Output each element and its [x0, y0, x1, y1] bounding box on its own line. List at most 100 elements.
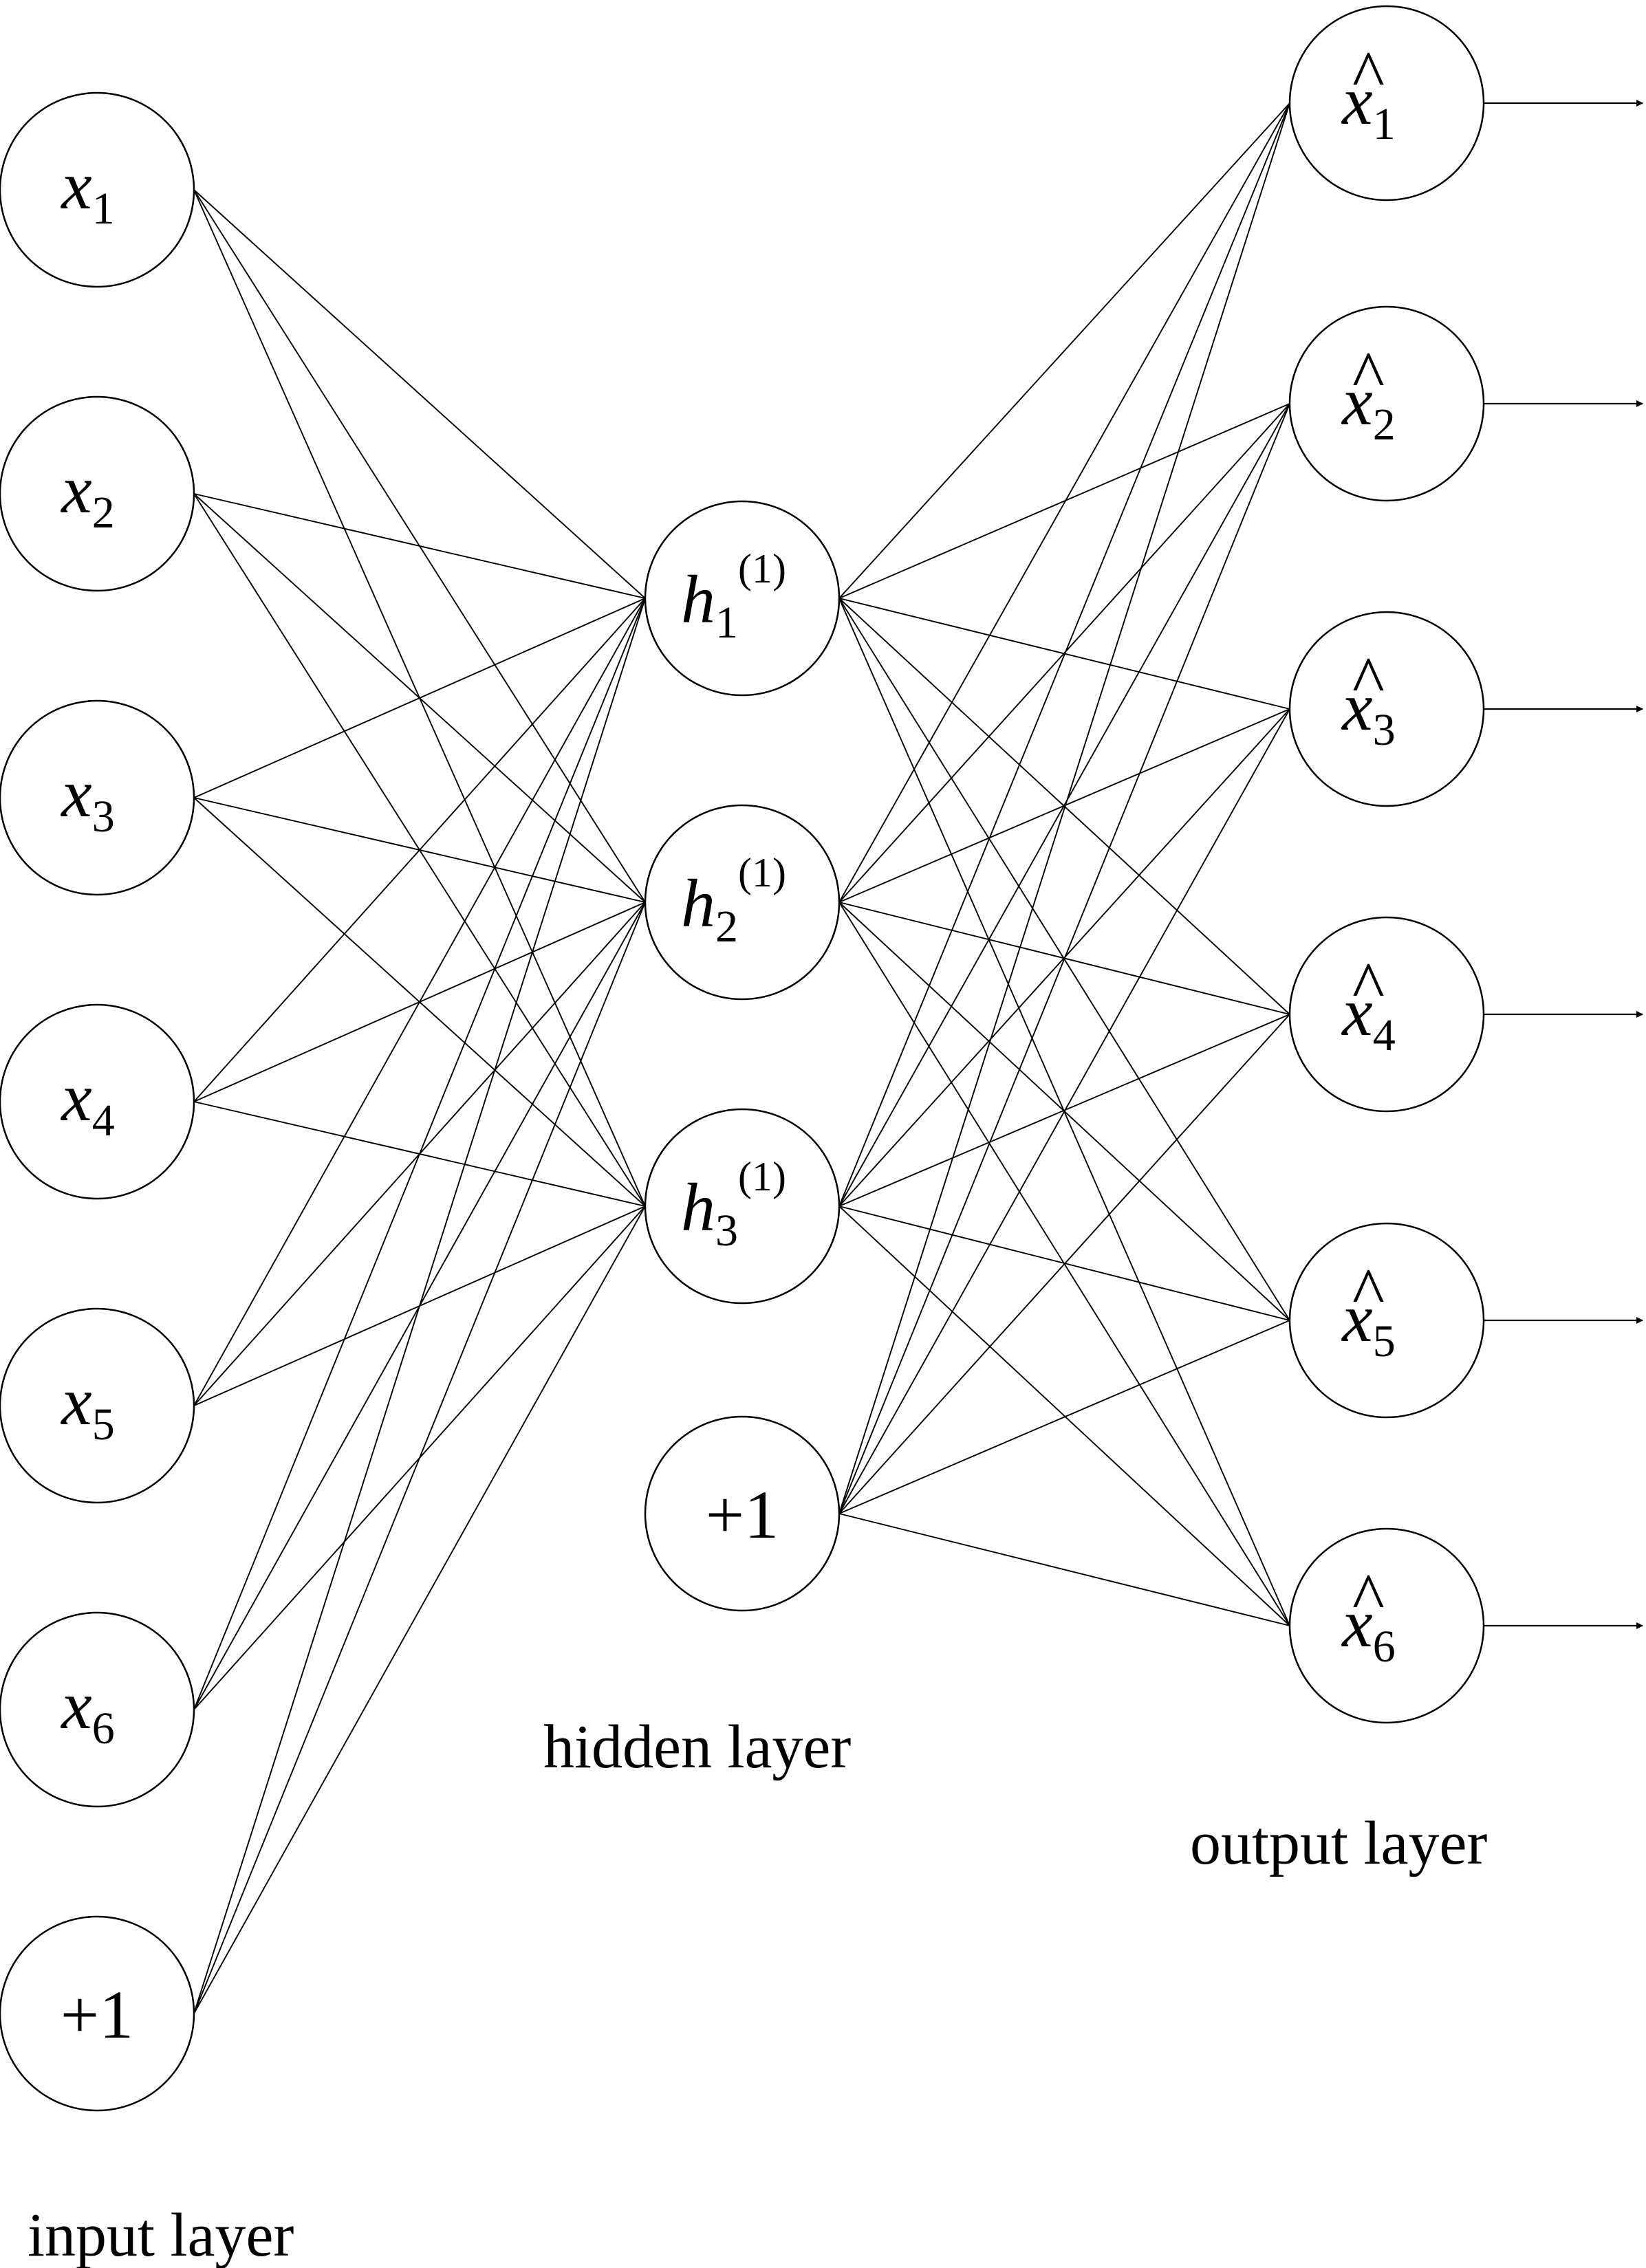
edge-hidden-bias-to-output-4 — [838, 1014, 1290, 1514]
input-node-x3-sub: 3 — [92, 792, 115, 842]
output-node-xhat6-sub: 6 — [1373, 1622, 1396, 1672]
edge-input-5-to-hidden-1 — [193, 598, 646, 1406]
input-node-x4-var: x — [60, 1059, 91, 1135]
input-bias-label: +1 — [61, 1976, 133, 2053]
input-layer: x1 x2 x3 x4 x5 x6 +1 — [0, 91, 195, 2112]
input-node-x2-var: x — [60, 451, 91, 527]
svg-text:x3: x3 — [1341, 668, 1395, 755]
hidden-node-h1: h1(1) — [644, 500, 841, 697]
edge-hidden-1-to-output-1 — [838, 102, 1290, 599]
output-node-xhat5-var: x — [1341, 1280, 1372, 1356]
output-node-xhat4-var: x — [1341, 974, 1372, 1050]
hidden-node-h3-sub: 3 — [715, 1206, 738, 1256]
hidden-node-h2-var: h — [681, 865, 715, 941]
hidden-node-h2-sub: 2 — [715, 902, 738, 952]
hidden-bias-node: +1 — [644, 1415, 841, 1612]
input-node-x4: x4 — [0, 1003, 195, 1200]
svg-text:h3(1): h3(1) — [681, 1154, 786, 1256]
hidden-layer-label: hidden layer — [543, 1713, 851, 1781]
input-node-x6: x6 — [0, 1611, 195, 1808]
output-node-xhat3: ^ x3 — [1288, 611, 1485, 807]
input-layer-label: input layer — [28, 2201, 294, 2268]
output-node-xhat2-var: x — [1341, 363, 1372, 439]
output-node-xhat5: ^ x5 — [1288, 1222, 1485, 1419]
svg-text:x2: x2 — [60, 451, 114, 538]
input-node-x1-sub: 1 — [92, 184, 115, 234]
edge-input-3-to-hidden-1 — [193, 598, 646, 798]
edge-input-1-to-hidden-1 — [193, 189, 646, 599]
input-node-x3-var: x — [60, 755, 91, 831]
input-node-x6-var: x — [60, 1667, 91, 1743]
input-node-x1-var: x — [60, 147, 91, 223]
edge-input-4-to-hidden-1 — [193, 598, 646, 1102]
edge-input-bias-to-hidden-3 — [193, 1206, 646, 2014]
svg-text:x6: x6 — [60, 1667, 114, 1754]
hidden-node-h3-var: h — [681, 1169, 715, 1245]
svg-text:x1: x1 — [60, 147, 114, 234]
edge-hidden-3-to-output-1 — [838, 102, 1290, 1207]
output-node-xhat3-sub: 3 — [1373, 705, 1396, 755]
hidden-node-h3: h3(1) — [644, 1108, 841, 1305]
output-node-xhat3-hat: ^ — [1351, 642, 1384, 719]
output-node-xhat2-sub: 2 — [1373, 400, 1396, 450]
output-arrows — [1484, 100, 1643, 1629]
edge-hidden-2-to-output-1 — [838, 102, 1290, 903]
input-node-x5: x5 — [0, 1307, 195, 1504]
input-node-x5-var: x — [60, 1363, 91, 1439]
edge-input-2-to-hidden-1 — [193, 493, 646, 599]
input-bias-node: +1 — [0, 1915, 195, 2112]
edge-input-bias-to-hidden-1 — [193, 598, 646, 2014]
output-node-xhat1-var: x — [1341, 63, 1372, 139]
input-node-x1: x1 — [0, 91, 195, 288]
svg-text:x5: x5 — [60, 1363, 114, 1450]
hidden-node-h1-sup: (1) — [738, 546, 786, 591]
connection-edges — [193, 102, 1290, 2014]
output-node-xhat4-hat: ^ — [1351, 948, 1384, 1024]
output-node-xhat4-sub: 4 — [1373, 1010, 1396, 1060]
output-node-xhat6: ^ x6 — [1288, 1527, 1485, 1724]
hidden-node-h2: h2(1) — [644, 804, 841, 1001]
edge-hidden-3-to-output-6 — [838, 1206, 1290, 1626]
hidden-node-h3-sup: (1) — [738, 1154, 786, 1199]
input-node-x2: x2 — [0, 395, 195, 592]
edge-input-bias-to-hidden-2 — [193, 902, 646, 2014]
input-node-x6-sub: 6 — [92, 1703, 115, 1754]
edge-hidden-bias-to-output-6 — [838, 1513, 1290, 1626]
input-node-x2-sub: 2 — [92, 488, 115, 538]
edge-input-6-to-hidden-1 — [193, 598, 646, 1710]
input-node-x4-sub: 4 — [92, 1095, 115, 1146]
output-node-xhat5-sub: 5 — [1373, 1316, 1396, 1366]
svg-text:x4: x4 — [1341, 974, 1395, 1060]
svg-text:h1(1): h1(1) — [681, 546, 786, 648]
hidden-bias-label: +1 — [706, 1476, 779, 1553]
hidden-layer: h1(1) h2(1) h3(1) +1 — [644, 500, 841, 1612]
edge-hidden-1-to-output-2 — [838, 403, 1290, 599]
edge-hidden-bias-to-output-1 — [838, 102, 1290, 1514]
output-node-xhat2: ^ x2 — [1288, 305, 1485, 502]
edge-hidden-bias-to-output-2 — [838, 403, 1290, 1514]
hidden-node-h1-sub: 1 — [715, 598, 738, 648]
output-node-xhat4: ^ x4 — [1288, 916, 1485, 1113]
input-node-x5-sub: 5 — [92, 1399, 115, 1450]
svg-text:x4: x4 — [60, 1059, 114, 1146]
svg-text:x5: x5 — [1341, 1280, 1395, 1366]
svg-text:x3: x3 — [60, 755, 114, 842]
output-node-xhat2-hat: ^ — [1351, 337, 1384, 413]
output-node-xhat6-hat: ^ — [1351, 1559, 1384, 1635]
svg-text:h2(1): h2(1) — [681, 850, 786, 952]
svg-text:x2: x2 — [1341, 363, 1395, 450]
output-node-xhat5-hat: ^ — [1351, 1254, 1384, 1330]
input-node-x3: x3 — [0, 699, 195, 896]
hidden-node-h1-var: h — [681, 561, 715, 637]
output-node-xhat1-hat: ^ — [1351, 36, 1384, 113]
output-node-xhat1: ^ x1 — [1288, 5, 1485, 201]
output-layer: ^ x1 ^ x2 ^ x3 ^ x4 ^ x5 ^ x6 — [1288, 5, 1485, 1724]
edge-hidden-3-to-output-2 — [838, 403, 1290, 1207]
svg-text:x1: x1 — [1341, 63, 1395, 149]
hidden-node-h2-sup: (1) — [738, 850, 786, 895]
output-node-xhat1-sub: 1 — [1373, 99, 1396, 149]
edge-hidden-bias-to-output-3 — [838, 708, 1290, 1514]
svg-text:x6: x6 — [1341, 1585, 1395, 1672]
output-layer-label: output layer — [1190, 1809, 1487, 1877]
